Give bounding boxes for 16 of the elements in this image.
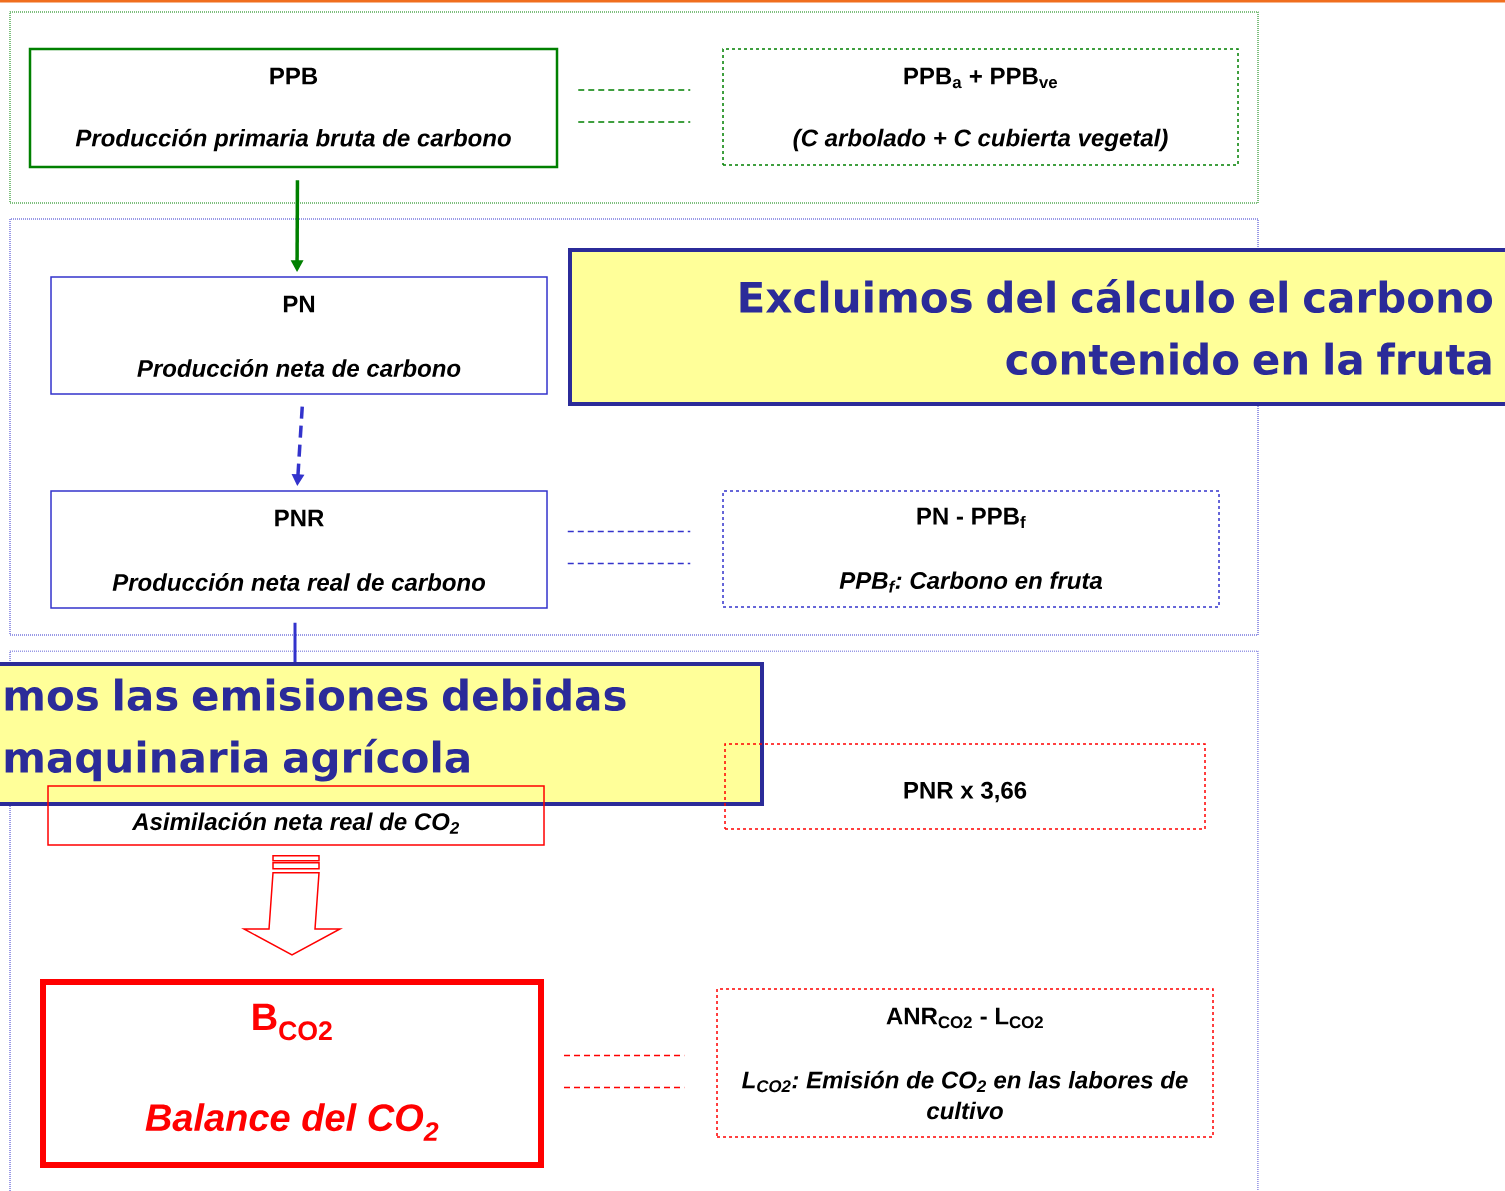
callout-box: Excluimos del cálculo el carbono contenido en la fruta	[568, 248, 1505, 406]
callout-box: mos las emisiones debidas maquinaria agrícola	[0, 662, 764, 806]
double-dashed-line	[577, 89, 691, 123]
process-box: PNR Producción neta real de carbono	[50, 490, 548, 609]
double-dashed-line	[567, 530, 691, 565]
process-box: PN Producción neta de carbono	[50, 276, 548, 395]
formula-box: PN - PPB$_{f}$ PPB$_{f}$: Carbono en fruta	[722, 490, 1220, 608]
block-arrow	[241, 855, 343, 956]
formula-box: ANR$_{CO2}$ - L$_{CO2}$ L$_{CO2}$: Emisión de CO$_{2}$ en las labores de cultivo	[716, 988, 1214, 1138]
formula-box: PPB$_{a}$ + PPB$_{ve}$ (C arbolado + C cubierta vegetal)	[722, 48, 1239, 166]
process-box: PPB Producción primaria bruta de carbono	[28, 47, 559, 169]
formula-box: PNR x 3,66	[724, 743, 1206, 830]
result-box: B$_{CO2}$ Balance del CO$_{2}$	[40, 979, 544, 1168]
connector-line	[293, 622, 297, 662]
process-box: Asimilación neta real de CO$_{2}$	[47, 785, 545, 846]
band-frame	[9, 11, 1259, 204]
